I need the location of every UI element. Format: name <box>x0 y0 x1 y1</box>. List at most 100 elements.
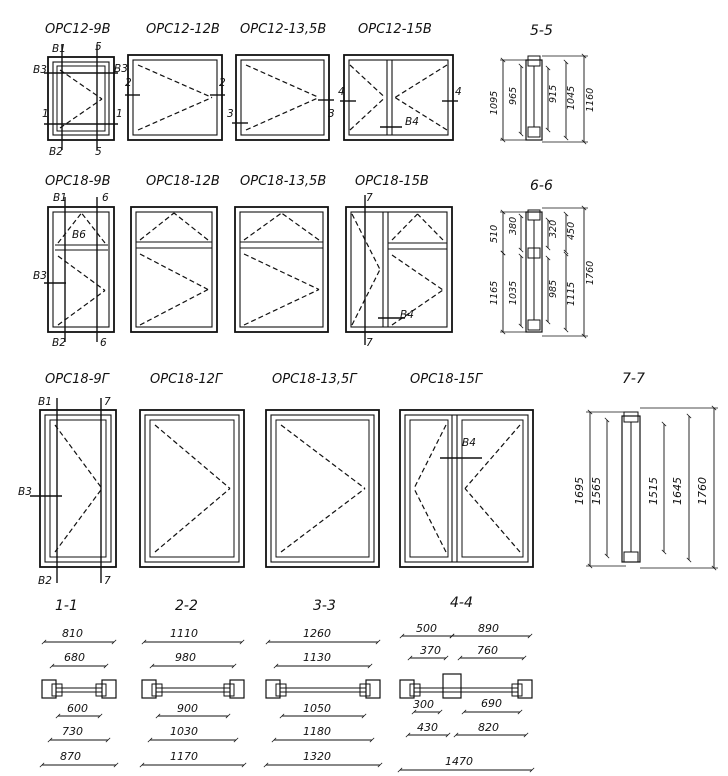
window-orc12-12v-inner-frame <box>132 59 218 136</box>
marker-b1: В1 <box>52 43 66 55</box>
dim-3-3-1320: 1320 <box>303 750 331 763</box>
dim-6-6-1165: 1165 <box>489 281 500 305</box>
window-orc12-15v-outer-frame <box>343 54 454 141</box>
window-label-orc12-15v: ОРС12-15В <box>358 22 432 37</box>
window-orc12-9v-sash <box>56 65 106 132</box>
dim-3-3-1130: 1130 <box>303 651 331 664</box>
section-1-1-left-jamb <box>41 679 57 699</box>
section-6-6-sill <box>527 319 541 331</box>
marker-2: 2 <box>219 77 226 89</box>
dim-4-4-500: 500 <box>416 622 437 635</box>
dim-2-2-980: 980 <box>175 651 196 664</box>
dim-6-6-450: 450 <box>566 222 577 240</box>
opening-line <box>154 488 231 553</box>
dim-1-1-600: 600 <box>67 702 88 715</box>
marker-b2: В2 <box>49 146 63 158</box>
section-4-4-right-jamb <box>517 679 533 699</box>
dim-7-7-1515: 1515 <box>647 477 660 505</box>
dim-1-1-870: 870 <box>60 750 81 763</box>
dim-4-4-690: 690 <box>481 697 502 710</box>
marker-7: 7 <box>104 396 111 408</box>
opening-line <box>281 212 320 241</box>
opening-line <box>351 269 381 326</box>
opening-line <box>245 96 320 131</box>
section-5-5-sill <box>527 126 541 138</box>
section-2-2-right-sash <box>223 683 235 697</box>
marker-b1: В1 <box>38 396 52 408</box>
section-4-4-right-sash <box>511 683 523 697</box>
dim-4-4-820: 820 <box>478 721 499 734</box>
opening-line <box>137 64 213 99</box>
window-label-orc18-9v: ОРС18-9В <box>45 174 111 189</box>
dim-5-5-1095: 1095 <box>489 91 500 115</box>
window-orc18-12g-sash <box>149 419 235 558</box>
window-orc18-12g-outer-frame <box>139 409 245 568</box>
dim-6-6-320: 320 <box>548 220 559 238</box>
window-orc12-9v-outer-frame <box>47 56 115 141</box>
marker-6: 6 <box>102 192 109 204</box>
opening-line <box>391 289 444 326</box>
dim-2-2-1110: 1110 <box>170 627 198 640</box>
marker-5: 5 <box>95 146 102 158</box>
window-orc18-13-5v-inner-frame <box>239 211 324 328</box>
window-label-orc18-9g: ОРС18-9Г <box>45 372 111 387</box>
window-orc18-15g-left-sash <box>409 419 449 558</box>
section-7-7-head <box>623 411 639 423</box>
opening-line <box>81 212 106 244</box>
opening-line <box>243 212 282 241</box>
marker-b2: В2 <box>52 337 66 349</box>
window-orc18-12v-inner-frame <box>135 211 213 328</box>
dim-6-6-1760: 1760 <box>585 261 596 285</box>
dim-6-6-985: 985 <box>548 280 559 298</box>
section-5-5-head <box>527 55 541 67</box>
opening-line <box>139 288 209 326</box>
marker-7: 7 <box>104 575 111 587</box>
marker-b3: В3 <box>18 486 32 498</box>
window-orc18-9v-inner-frame <box>52 211 110 328</box>
opening-line <box>243 288 320 326</box>
opening-line <box>394 64 448 99</box>
dim-2-2-1030: 1030 <box>170 725 198 738</box>
opening-line <box>349 64 386 98</box>
dim-4-4-370: 370 <box>420 644 441 657</box>
window-orc18-9g-sash <box>49 419 107 558</box>
window-orc18-13-5g-outer-frame <box>265 409 380 568</box>
opening-line <box>139 212 175 241</box>
window-label-orc18-13-5v: ОРС18-13,5В <box>240 174 326 189</box>
section-4-4-left-sash <box>409 683 421 697</box>
dim-6-6-510: 510 <box>489 225 500 243</box>
section-title-1-1: 1-1 <box>55 598 78 614</box>
marker-4: 4 <box>455 86 462 98</box>
marker-b3: В3 <box>33 270 47 282</box>
opening-line <box>349 97 386 131</box>
window-orc18-13-5v-outer-frame <box>234 206 329 333</box>
window-orc18-9g-outer-frame <box>39 409 117 568</box>
section-title-4-4: 4-4 <box>450 595 473 611</box>
dim-7-7-1645: 1645 <box>671 477 684 505</box>
dim-2-2-900: 900 <box>177 702 198 715</box>
window-label-orc12-12v: ОРС12-12В <box>146 22 220 37</box>
section-4-4-left-jamb <box>399 679 415 699</box>
dim-7-7-1695: 1695 <box>573 477 586 505</box>
opening-line <box>173 212 209 241</box>
marker-7: 7 <box>366 337 373 349</box>
opening-line <box>54 424 103 489</box>
window-orc12-12v-outer-frame <box>127 54 223 141</box>
section-3-3-right-sash <box>359 683 371 697</box>
dim-7-7-1760: 1760 <box>696 477 709 505</box>
opening-line <box>280 424 366 489</box>
dim-5-5-1160: 1160 <box>585 88 596 112</box>
dim-3-3-1050: 1050 <box>303 702 331 715</box>
dim-3-3-1260: 1260 <box>303 627 331 640</box>
window-orc18-15g-inner-frame <box>404 414 529 563</box>
marker-b6: В6 <box>72 229 86 241</box>
marker-b3: В3 <box>33 64 47 76</box>
section-1-1-right-jamb <box>101 679 117 699</box>
dim-5-5-915: 915 <box>548 85 559 103</box>
section-1-1-left-sash <box>51 683 63 697</box>
opening-line <box>59 98 103 129</box>
dim-4-4-760: 760 <box>477 644 498 657</box>
window-orc12-13-5v-outer-frame <box>235 54 330 141</box>
window-orc18-12g-inner-frame <box>144 414 240 563</box>
section-title-2-2: 2-2 <box>175 598 198 614</box>
